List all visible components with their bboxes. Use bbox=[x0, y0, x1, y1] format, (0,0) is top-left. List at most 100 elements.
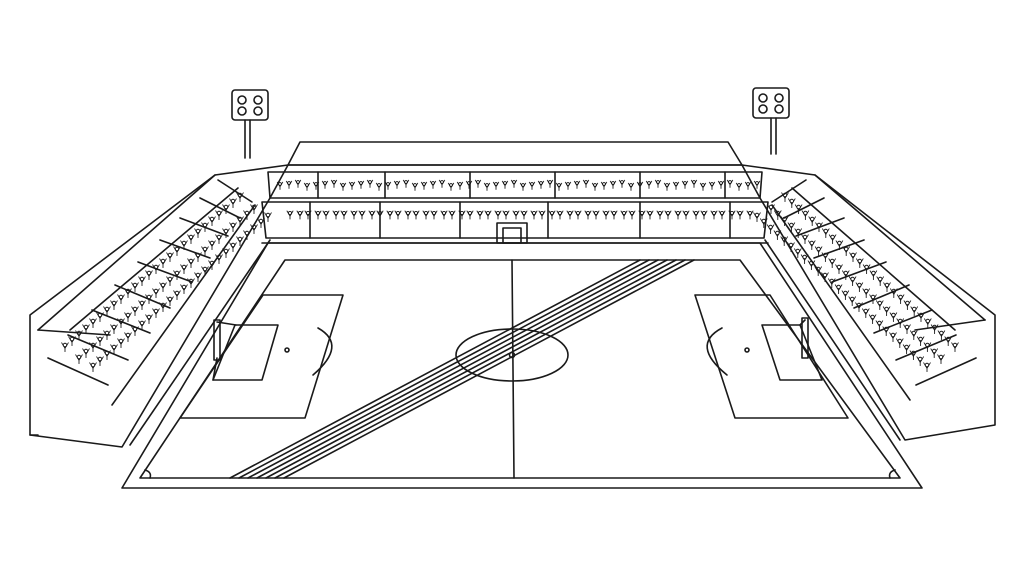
spectator bbox=[332, 210, 340, 220]
spectator bbox=[828, 258, 836, 269]
spectator bbox=[402, 179, 410, 188]
spectator bbox=[215, 210, 223, 221]
spectator bbox=[773, 230, 782, 241]
spectator bbox=[492, 181, 500, 190]
spectator bbox=[674, 210, 682, 220]
spectator bbox=[828, 278, 836, 289]
spectator bbox=[821, 272, 829, 283]
spectator bbox=[862, 264, 871, 275]
spectator bbox=[835, 264, 843, 275]
spectator bbox=[512, 210, 520, 220]
spectator bbox=[82, 324, 90, 335]
spectator bbox=[923, 342, 932, 353]
spectator bbox=[201, 222, 209, 233]
spectator bbox=[855, 302, 863, 313]
spectator bbox=[103, 306, 111, 317]
spectator bbox=[236, 216, 244, 227]
left-penalty-area bbox=[179, 294, 344, 419]
spectator bbox=[394, 210, 402, 220]
spectator bbox=[602, 210, 610, 220]
spectator bbox=[322, 210, 330, 220]
spectator bbox=[890, 288, 898, 299]
spectator bbox=[882, 326, 890, 337]
spectator bbox=[690, 179, 698, 188]
spectator bbox=[330, 179, 338, 188]
spectator bbox=[180, 240, 188, 251]
spectator bbox=[917, 312, 925, 323]
spectator bbox=[848, 276, 857, 287]
spectator bbox=[456, 181, 464, 190]
spectator bbox=[896, 294, 905, 305]
spectator bbox=[903, 324, 911, 335]
crowd bbox=[61, 179, 959, 373]
spectator bbox=[296, 210, 304, 220]
spectator bbox=[848, 296, 856, 307]
spectator bbox=[438, 179, 446, 188]
spectator bbox=[814, 246, 823, 257]
spectator bbox=[638, 210, 646, 220]
spectator bbox=[842, 246, 850, 257]
spectator bbox=[600, 181, 608, 190]
spectator bbox=[910, 306, 918, 317]
spectator bbox=[788, 198, 796, 209]
spectator bbox=[458, 210, 466, 220]
spectator bbox=[916, 336, 925, 347]
spectator bbox=[348, 181, 356, 190]
spectator bbox=[924, 318, 932, 329]
spectator bbox=[794, 204, 803, 215]
spectator bbox=[494, 210, 502, 220]
spectator bbox=[627, 182, 635, 191]
spectator bbox=[110, 344, 118, 355]
spectator bbox=[215, 234, 223, 245]
spectator bbox=[876, 300, 884, 311]
spectator bbox=[286, 210, 294, 220]
left-stand bbox=[29, 164, 289, 448]
spectator bbox=[312, 181, 320, 190]
spectator bbox=[250, 224, 258, 235]
spectator bbox=[89, 362, 97, 373]
spectator bbox=[447, 182, 455, 191]
spectator bbox=[828, 234, 837, 245]
spectator bbox=[537, 180, 545, 189]
spectator bbox=[760, 218, 768, 229]
spectator bbox=[787, 242, 795, 253]
spectator bbox=[663, 182, 671, 191]
spectator bbox=[138, 276, 146, 287]
spectator bbox=[591, 182, 599, 191]
spectator bbox=[592, 210, 600, 220]
spectator bbox=[519, 182, 527, 191]
spectator bbox=[821, 252, 830, 263]
spectator bbox=[243, 230, 251, 241]
spectator bbox=[801, 210, 810, 221]
spectator bbox=[187, 278, 195, 289]
spectator bbox=[896, 318, 904, 329]
spectator bbox=[510, 179, 518, 188]
spectator bbox=[152, 288, 160, 299]
spectator bbox=[474, 179, 482, 188]
spectator bbox=[229, 222, 237, 233]
spectator bbox=[692, 210, 700, 220]
spectator bbox=[152, 308, 160, 319]
spectator bbox=[710, 210, 718, 220]
spectator bbox=[903, 300, 912, 311]
spectator bbox=[131, 326, 139, 337]
spectator bbox=[194, 252, 202, 263]
spectator bbox=[944, 336, 952, 347]
spectator bbox=[124, 312, 132, 323]
spectator bbox=[815, 222, 823, 233]
spectator bbox=[855, 282, 864, 293]
spectator bbox=[814, 266, 822, 277]
spectator bbox=[96, 336, 104, 347]
spectator bbox=[902, 344, 911, 355]
spectator bbox=[366, 179, 374, 188]
spectator bbox=[465, 180, 473, 189]
spectator bbox=[822, 228, 830, 239]
spectator bbox=[896, 338, 904, 349]
spectator bbox=[159, 282, 167, 293]
spectator bbox=[672, 181, 680, 190]
spectator bbox=[618, 179, 626, 188]
spectator bbox=[889, 312, 898, 323]
spectator bbox=[708, 181, 716, 190]
spectator bbox=[700, 210, 708, 220]
